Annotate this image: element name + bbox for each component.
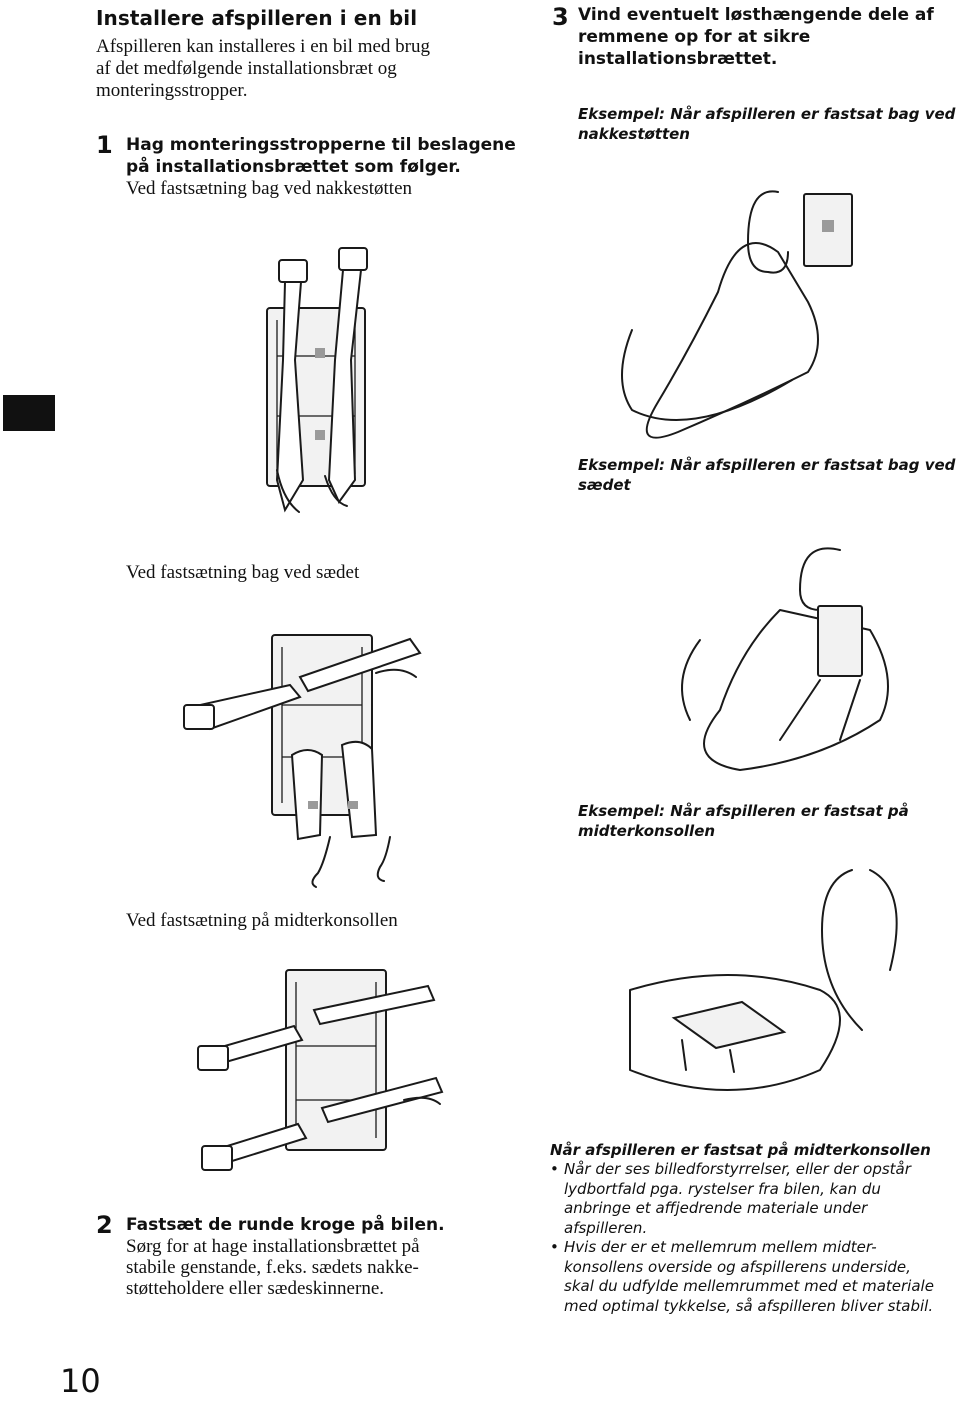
console-caption: Ved fastsætning på midterkonsollen [126, 910, 398, 931]
example-console-caption: Eksempel: Når afspilleren er fastsat på … [578, 802, 909, 840]
section-tab-marker [3, 395, 55, 431]
note-item: • Når der ses billedforstyrrelser, eller… [550, 1160, 911, 1237]
console-illustration [629, 869, 898, 1091]
console-strap-illustration [197, 969, 444, 1171]
page-title: Installere afspilleren i en bil [96, 6, 418, 30]
example-headrest-caption: Eksempel: Når afspilleren er fastsat bag… [578, 105, 956, 143]
intro-text: Afspilleren kan installeres i en bil med… [96, 36, 430, 101]
seat-back-illustration [681, 547, 889, 771]
headrest-seat-illustration [621, 190, 853, 439]
console-note: Når afspilleren er fastsat på midterkons… [550, 1140, 955, 1316]
seat-strap-illustration [183, 634, 422, 888]
bullet-icon: • [550, 1238, 559, 1256]
step-title: Vind eventuelt løsthængende dele af remm… [578, 5, 934, 69]
note-title: Når afspilleren er fastsat på midterkons… [550, 1141, 931, 1159]
step-title: Fastsæt de runde kroge på bilen. [126, 1215, 445, 1235]
step-number: 3 [552, 3, 569, 31]
example-seat-caption: Eksempel: Når afspilleren er fastsat bag… [578, 456, 956, 494]
step-number: 2 [96, 1211, 113, 1239]
note-item: • Hvis der er et mellemrum mellem midter… [550, 1238, 934, 1315]
bullet-icon: • [550, 1160, 559, 1178]
page-number: 10 [60, 1362, 101, 1400]
step-1: 1 Hag monteringsstropperne til beslagene… [96, 131, 526, 199]
step-body: Ved fastsætning bag ved nakkestøtten [126, 178, 413, 199]
seat-caption: Ved fastsætning bag ved sædet [126, 562, 360, 583]
step-2: 2 Fastsæt de runde kroge på bilen. Sørg … [96, 1211, 526, 1299]
step-3: 3 Vind eventuelt løsthængende dele af re… [552, 4, 952, 70]
step-body: Sørg for at hage installationsbrættet på… [126, 1236, 420, 1299]
step-number: 1 [96, 131, 113, 159]
headrest-strap-illustration [266, 247, 368, 513]
note-list: • Når der ses billedforstyrrelser, eller… [550, 1160, 955, 1316]
step-title: Hag monteringsstropperne til beslagene p… [126, 135, 516, 177]
